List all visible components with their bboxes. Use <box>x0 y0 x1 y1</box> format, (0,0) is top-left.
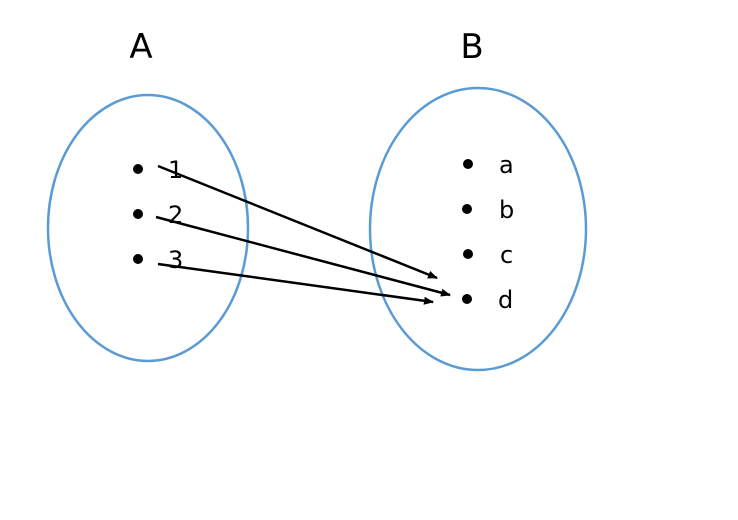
element-dot <box>133 254 143 264</box>
set-b-element-label: d <box>498 286 513 314</box>
set-b-title: B <box>460 27 483 67</box>
element-dot <box>462 294 472 304</box>
set-b-ellipse <box>368 86 588 372</box>
mapping-arrow <box>155 215 451 297</box>
element-dot <box>463 249 473 259</box>
set-b-element-label: b <box>499 196 514 224</box>
element-dot <box>463 159 473 169</box>
set-a-element-label: 1 <box>168 156 183 184</box>
mapping-arrow <box>157 262 434 305</box>
mapping-arrows <box>155 164 451 305</box>
set-a-element-label: 3 <box>168 246 183 274</box>
element-dot <box>133 209 143 219</box>
set-a-title: A <box>129 27 152 67</box>
set-b-element-label: c <box>500 241 513 269</box>
mapping-arrow <box>157 164 438 280</box>
element-dot <box>462 204 472 214</box>
set-b-element-label: a <box>499 151 514 179</box>
set-b-elements: a b c d <box>462 151 514 314</box>
set-a-ellipse <box>46 93 250 363</box>
element-dot <box>133 164 143 174</box>
